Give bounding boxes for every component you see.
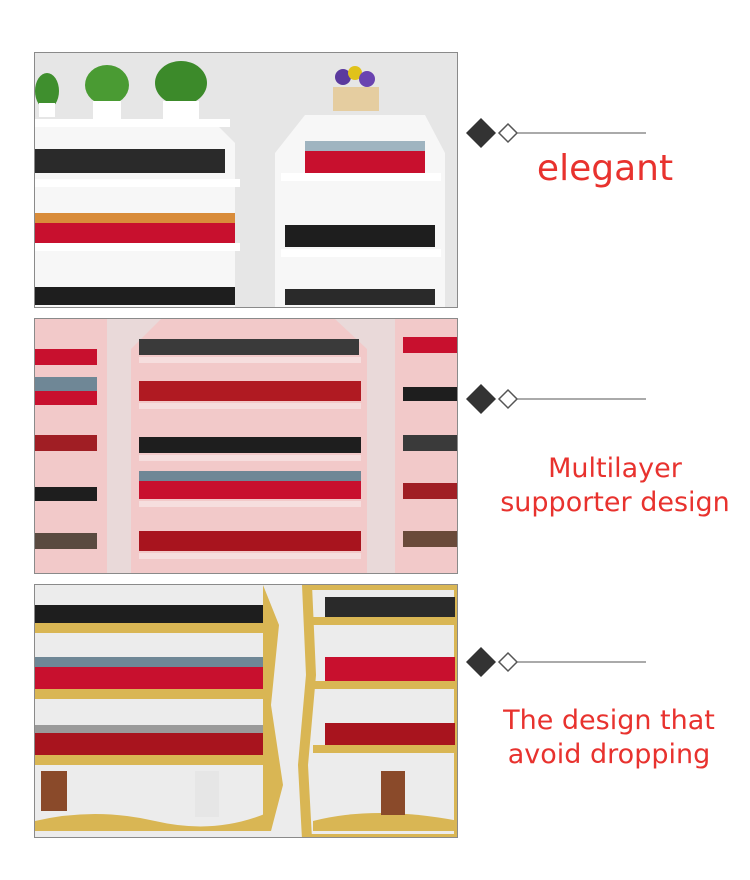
pink-shelf-center — [131, 319, 367, 573]
pink-shelf-right — [395, 319, 457, 573]
product-photo-elegant — [34, 52, 458, 308]
fox-figurine — [381, 771, 405, 815]
diamond-marker-icon — [466, 384, 646, 414]
feature-marker — [466, 384, 648, 414]
product-photo-multilayer — [34, 318, 458, 574]
potted-plant — [85, 65, 129, 119]
potted-plant — [155, 61, 207, 119]
white-shelf-illustration — [35, 53, 457, 307]
pink-shelf-left — [35, 319, 107, 573]
diamond-marker-icon — [466, 118, 646, 148]
flower-pot — [333, 66, 379, 111]
gold-shelf-left — [35, 585, 283, 831]
angel-figurine — [195, 771, 219, 817]
feature-marker — [466, 647, 648, 677]
white-shelf-right — [275, 115, 445, 307]
feature-caption-elegant: elegant — [536, 148, 674, 189]
pink-shelf-illustration — [35, 319, 457, 573]
white-shelf-left — [35, 119, 240, 307]
feature-caption-anti-drop: The design that avoid dropping — [503, 705, 715, 770]
gold-shelf-illustration — [35, 585, 457, 837]
gold-shelf-right — [297, 585, 457, 837]
feature-caption-multilayer: Multilayer supporter design — [500, 453, 730, 518]
fox-figurine — [41, 771, 67, 811]
product-photo-anti-drop — [34, 584, 458, 838]
potted-plant — [35, 73, 59, 117]
feature-marker — [466, 118, 648, 148]
diamond-marker-icon — [466, 647, 646, 677]
